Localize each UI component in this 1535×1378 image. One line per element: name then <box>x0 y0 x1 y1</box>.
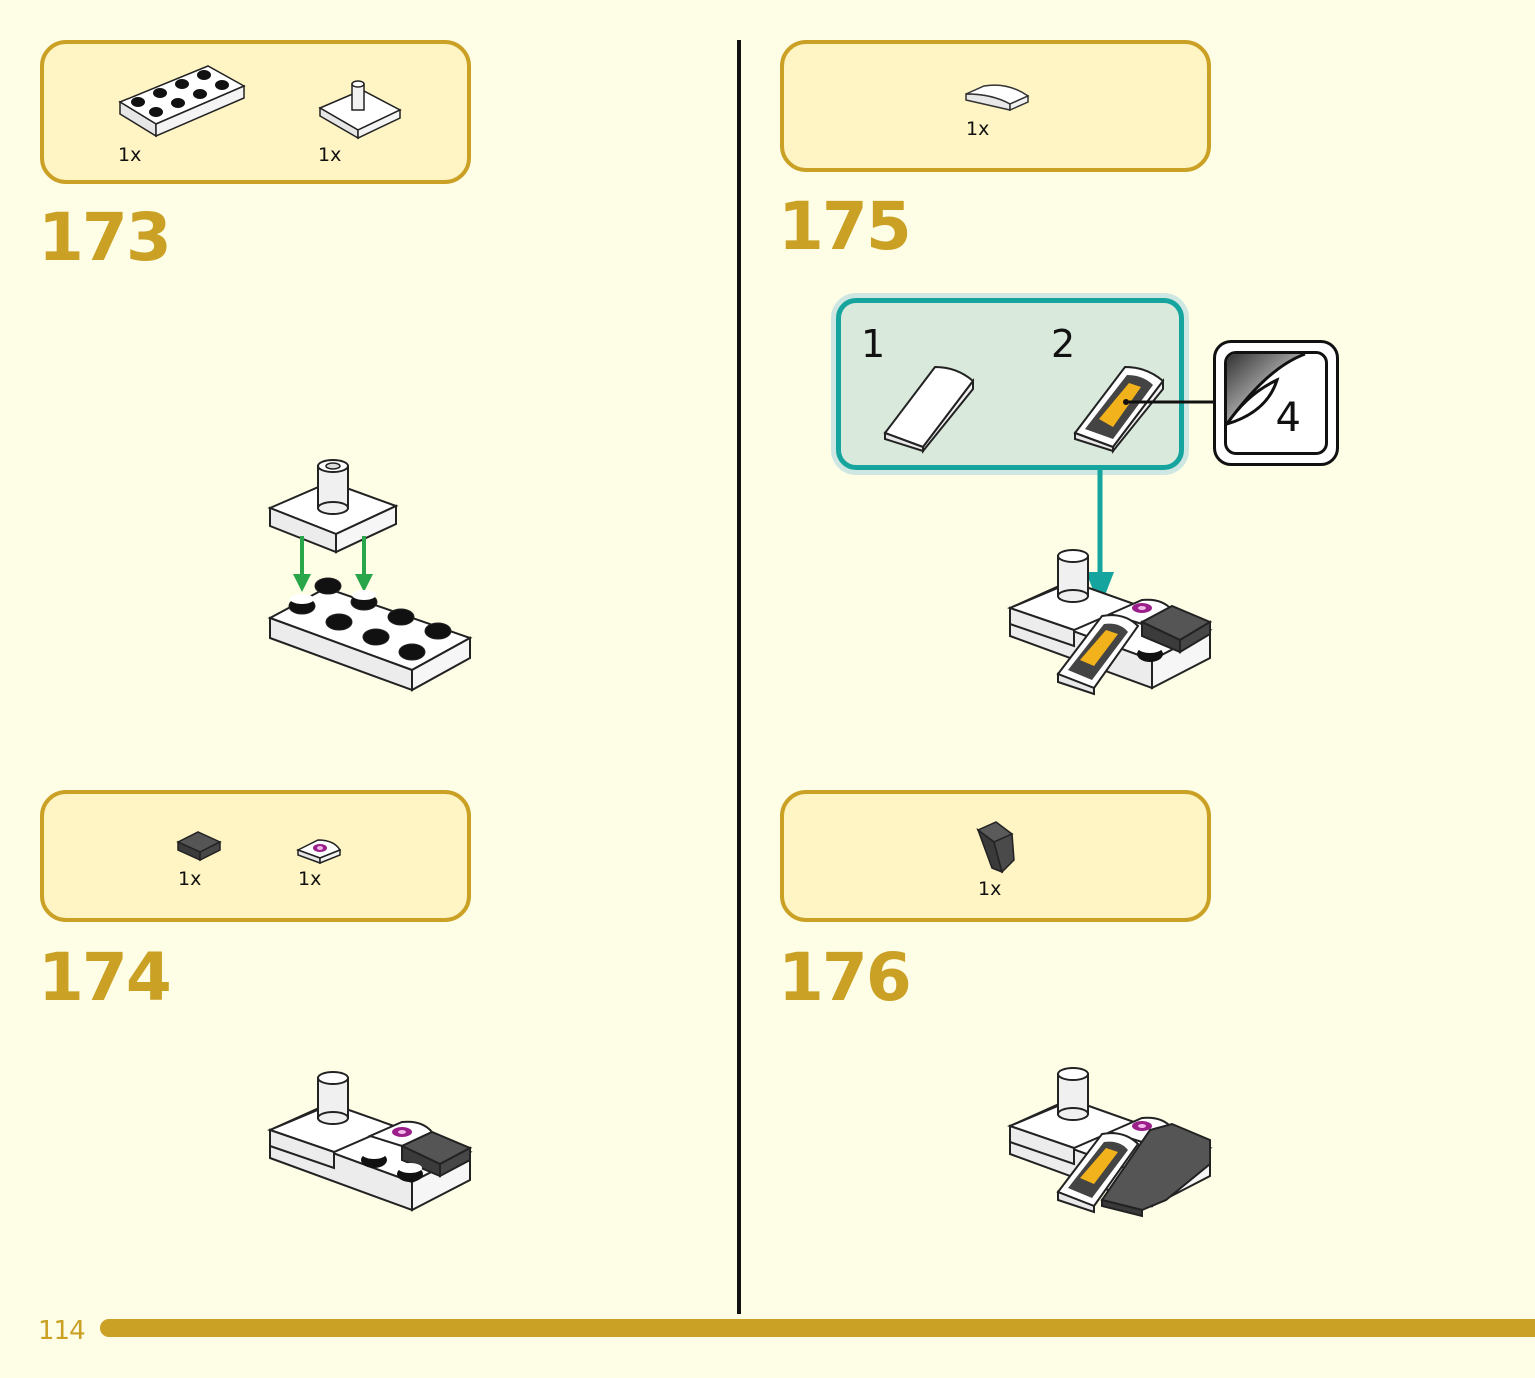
step-number: 175 <box>778 188 912 265</box>
part-qty: 1x <box>966 118 990 140</box>
sticker-peel-icon <box>1227 354 1306 426</box>
part-qty: 1x <box>178 868 202 890</box>
white-plate-2x4-icon <box>118 65 246 138</box>
dark-gray-wedge-icon <box>976 821 1015 874</box>
part-qty: 1x <box>318 144 342 166</box>
page-progress-bar <box>100 1319 1535 1337</box>
sub-assembly-callout: 1 2 <box>836 298 1184 470</box>
step-number: 173 <box>38 199 172 276</box>
parts-box-step-176: 1x <box>780 790 1211 922</box>
part-qty: 1x <box>978 878 1002 900</box>
callout-step-index: 2 <box>1051 322 1076 366</box>
build-step-173-illustration <box>267 459 473 692</box>
step-number: 176 <box>778 939 912 1016</box>
white-plate-with-pin-icon <box>318 80 402 140</box>
sticker-frame: 4 <box>1224 351 1328 455</box>
sticker-reference-box: 4 <box>1213 340 1339 466</box>
sticker-number: 4 <box>1275 395 1301 441</box>
dark-gray-tile-1x1-icon <box>176 831 222 862</box>
parts-box-step-175: 1x <box>780 40 1211 172</box>
page-divider <box>737 40 741 1314</box>
white-curved-slope-icon <box>883 365 975 454</box>
teal-placement-arrow <box>1086 468 1114 608</box>
callout-step-index: 1 <box>861 322 886 366</box>
parts-box-step-173: 1x 1x <box>40 40 471 184</box>
build-step-174-illustration <box>267 1071 473 1212</box>
white-curved-slope-icon <box>965 84 1030 112</box>
build-step-176-illustration <box>1007 1067 1213 1218</box>
page-number: 114 <box>38 1316 86 1346</box>
step-number: 174 <box>38 939 172 1016</box>
part-qty: 1x <box>118 144 142 166</box>
parts-box-step-174: 1x 1x <box>40 790 471 922</box>
stickered-curved-slope-icon <box>1073 365 1165 454</box>
build-step-175-illustration <box>1007 549 1213 696</box>
part-qty: 1x <box>298 868 322 890</box>
sticker-leader-line <box>1124 400 1216 404</box>
quarter-round-tile-magenta-icon <box>296 839 342 865</box>
